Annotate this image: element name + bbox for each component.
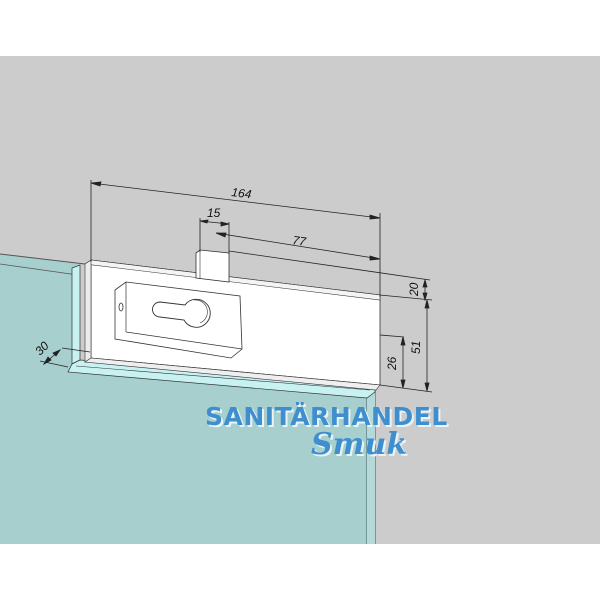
logo-line2: Smuk [311,427,407,462]
keyhole-icon [152,298,211,328]
channel-line [75,365,371,391]
glass-top-edge-inner [0,263,79,276]
logo-line1: SANITÄRHANDEL [205,401,448,431]
dimension-lines [39,180,433,393]
glass-top-edge [0,253,86,265]
logo-line2-shadow: Smuk [313,429,409,464]
top-stub [195,249,230,283]
lock-housing-edge-bottom [125,331,243,350]
keyhole-inner-shadow [193,299,208,324]
glass-pane [0,254,375,544]
fitting-left-face [84,259,92,363]
clamp-channel-left [71,264,81,365]
clamp-channel-bottom [67,359,376,399]
logo-line1-shadow: SANITÄRHANDEL [207,403,450,433]
glass-edge-strip [367,393,375,544]
dim-stub-width: 15 [207,206,221,220]
dim-overall-width: 164 [231,185,253,201]
brand-logo: SANITÄRHANDEL SANITÄRHANDEL Smuk Smuk [205,401,450,464]
lock-screw [118,302,124,312]
dim-top-offset: 20 [407,282,421,297]
dim-stub-to-edge: 77 [292,233,308,249]
dim-total-height: 51 [409,341,423,354]
dim-glass-height: 26 [385,356,399,371]
